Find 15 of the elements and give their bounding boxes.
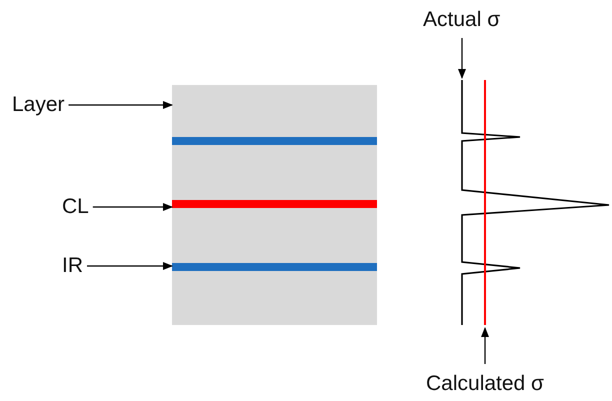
label-text: Calculated σ — [426, 372, 544, 396]
label-text: Actual σ — [423, 8, 500, 32]
leader-arrow — [92, 203, 173, 211]
label-text: Layer — [12, 93, 65, 117]
layer-block — [172, 85, 377, 325]
stress-profile-curve — [461, 80, 610, 325]
ir-layer-band — [172, 263, 377, 271]
label-text: IR — [62, 254, 83, 278]
label-text: CL — [62, 195, 89, 219]
leader-arrow — [68, 101, 173, 109]
cl-layer-band — [172, 200, 377, 208]
leader-arrow — [458, 38, 466, 79]
leader-arrow — [481, 327, 490, 364]
ir-layer-band — [172, 137, 377, 145]
leader-arrow — [87, 262, 173, 270]
